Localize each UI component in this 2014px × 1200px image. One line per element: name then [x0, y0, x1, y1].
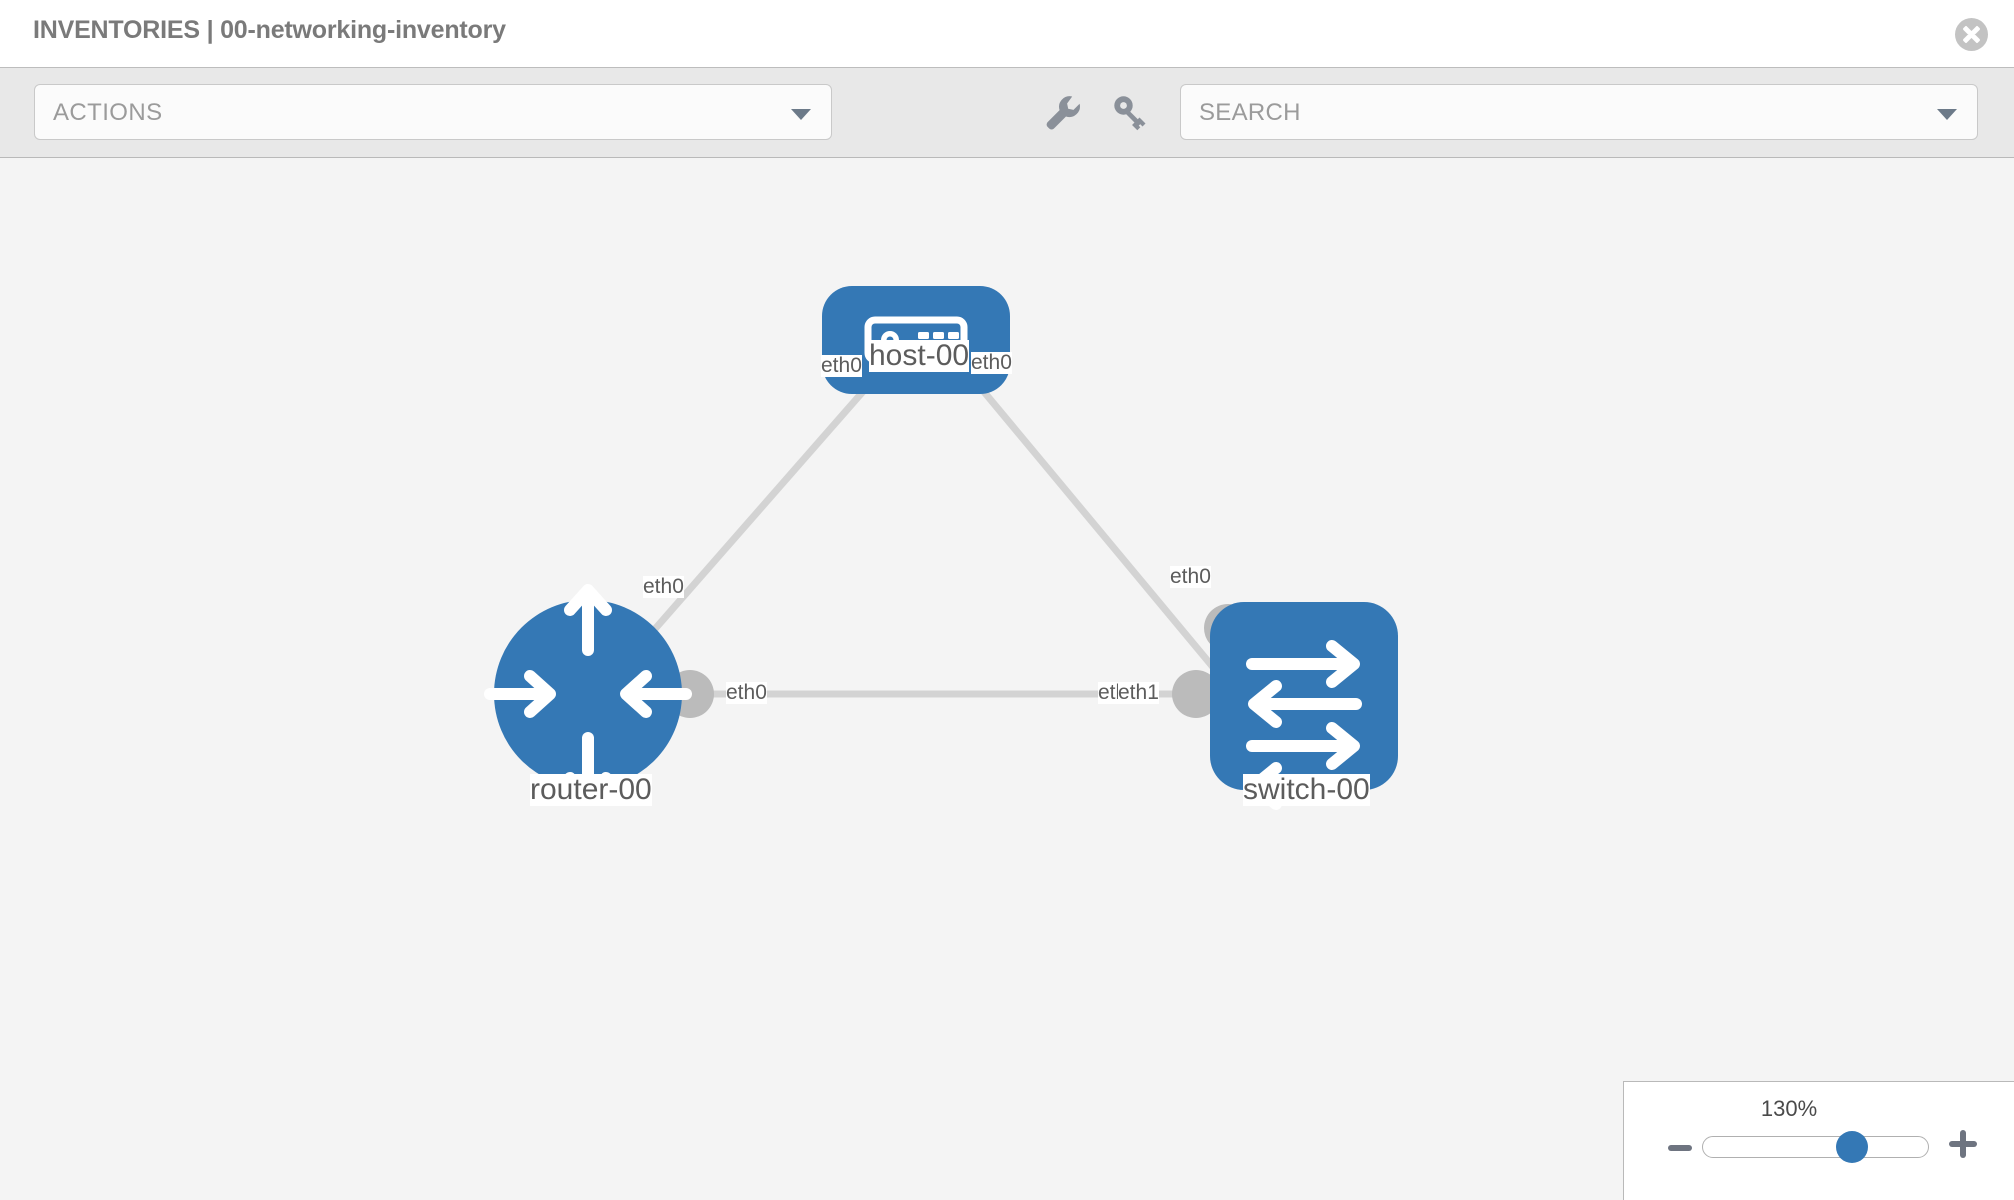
zoom-level-value: 130%: [1760, 1096, 1818, 1121]
node-label-router-00: router-00: [530, 773, 652, 806]
topology-canvas[interactable]: eth0 host-00 eth0 eth0 eth0 eth0 eth eth…: [0, 158, 2014, 1200]
search-placeholder: SEARCH: [1199, 99, 1301, 126]
connector-switch00-left: [1172, 670, 1220, 718]
iface-label: eth0: [643, 575, 684, 599]
link-group: [595, 360, 1235, 698]
search-input[interactable]: SEARCH: [1180, 84, 1978, 140]
iface-label: eth0: [726, 681, 767, 705]
plus-icon[interactable]: [1947, 1128, 1979, 1160]
node-label-host-00: host-00: [869, 339, 970, 372]
close-icon[interactable]: [1955, 18, 1988, 51]
zoom-slider-track[interactable]: [1702, 1136, 1929, 1158]
iface-label: eth1: [1118, 681, 1159, 705]
chevron-down-icon: [791, 109, 811, 120]
actions-dropdown-label: ACTIONS: [53, 99, 163, 126]
iface-label: eth0: [821, 354, 862, 378]
chevron-down-icon[interactable]: [1937, 109, 1957, 120]
node-label-switch-00: switch-00: [1243, 773, 1370, 806]
actions-dropdown[interactable]: ACTIONS: [34, 84, 832, 140]
iface-label: eth0: [1170, 565, 1211, 589]
topology-graph: [484, 286, 1398, 810]
wrench-icon[interactable]: [1040, 90, 1084, 134]
key-icon[interactable]: [1108, 90, 1152, 134]
page-title: INVENTORIES | 00-networking-inventory: [33, 16, 506, 44]
link-host00-switch00[interactable]: [957, 360, 1235, 693]
zoom-slider-thumb[interactable]: [1836, 1131, 1868, 1163]
node-router-00[interactable]: [484, 584, 692, 804]
iface-label: eth0: [971, 351, 1012, 375]
title-bar: INVENTORIES | 00-networking-inventory: [0, 0, 2014, 68]
toolbar: ACTIONS SEARCH: [0, 68, 2014, 158]
minus-icon[interactable]: [1666, 1134, 1694, 1162]
zoom-control-panel: 130%: [1623, 1081, 2014, 1200]
